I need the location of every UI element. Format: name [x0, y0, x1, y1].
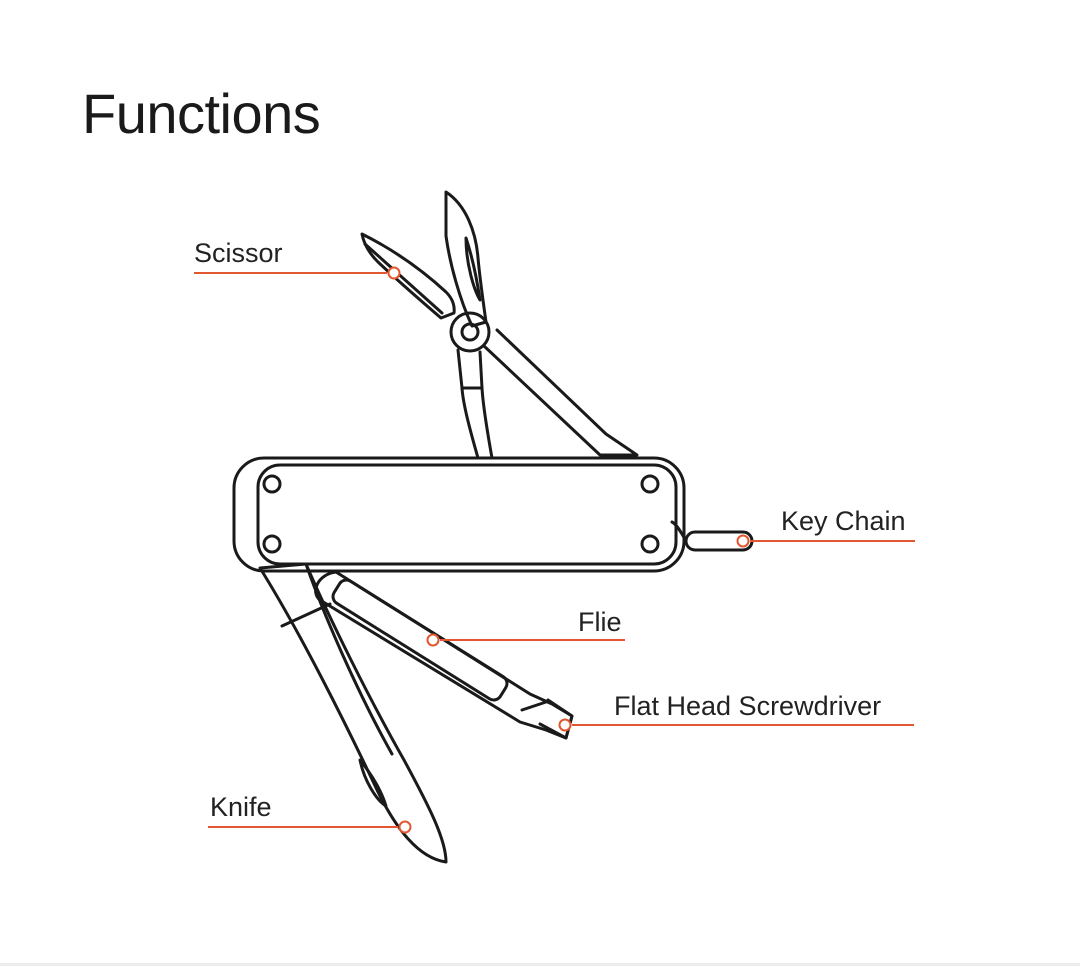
rivet-bottom-right [640, 534, 660, 554]
scissor-upper-blade [444, 190, 488, 328]
scissor-spring-arm [482, 328, 639, 457]
scissor-left-blade [360, 232, 456, 320]
bottom-divider [0, 963, 1080, 966]
tool-body-outer [232, 456, 686, 573]
tool-body [232, 456, 686, 573]
scissor-pivot-screw [460, 322, 480, 342]
rivet-top-left [262, 474, 282, 494]
key-ring-link [670, 520, 688, 543]
knife-blade-edge [304, 562, 394, 756]
callout-screwdriver-dot [558, 718, 572, 732]
screwdriver-neck [520, 700, 548, 712]
scissor-upper-blade-groove [464, 236, 482, 302]
callouts [194, 266, 915, 834]
knife-illustration [258, 562, 448, 864]
scissor-label: Scissor [194, 238, 283, 268]
scissor-pivot [449, 311, 491, 353]
scissor-handle [456, 348, 494, 460]
scissor-left-blade-edge [363, 242, 444, 315]
tool-body-inner [256, 463, 678, 566]
key-chain-label: Key Chain [781, 506, 906, 536]
file-blade [314, 570, 574, 740]
knife-blade [258, 562, 448, 864]
file-screwdriver-illustration [314, 570, 574, 740]
knife-nail-nick [358, 758, 388, 808]
callout-knife-dot [398, 820, 412, 834]
page-title: Functions [82, 82, 321, 145]
scissor-illustration [360, 190, 639, 460]
screwdriver-label: Flat Head Screwdriver [614, 691, 882, 721]
file-groove [331, 578, 509, 702]
knife-label: Knife [210, 792, 272, 822]
rivet-bottom-left [262, 534, 282, 554]
callout-file-dot [426, 633, 440, 647]
callout-key-chain-dot [736, 534, 750, 548]
rivet-top-right [640, 474, 660, 494]
callout-scissor-dot [387, 266, 401, 280]
file-label: Flie [578, 607, 622, 637]
